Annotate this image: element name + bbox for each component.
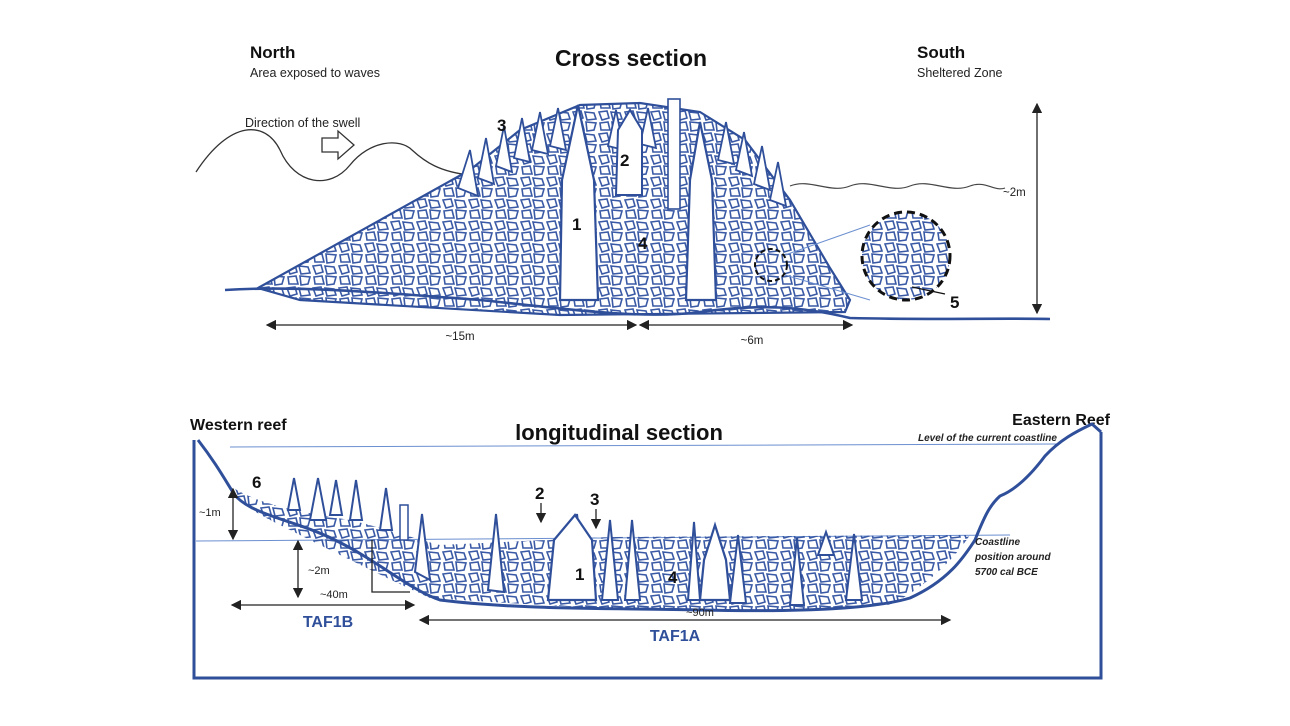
old-coastline-line-1: Coastline	[975, 537, 1020, 548]
cross-stone-1b	[684, 121, 718, 302]
longitudinal-profile	[196, 422, 1102, 613]
longitudinal-title: longitudinal section	[515, 420, 723, 445]
cross-stone-2	[614, 108, 643, 196]
longitudinal-stone-large	[698, 521, 732, 602]
long-dim-90m-label: ~90m	[686, 607, 714, 619]
cross-dim-15m-label: ~15m	[445, 331, 474, 343]
current-coastline-line	[229, 443, 1061, 448]
cross-dim-6m-label: ~6m	[741, 335, 764, 347]
cross-zoom-line-bottom	[784, 274, 871, 301]
long-dim-40m-label: ~40m	[320, 589, 348, 601]
zone-taf1b: TAF1B	[303, 614, 353, 631]
cross-seabed	[224, 287, 1051, 321]
cross-detail-large	[860, 210, 952, 302]
south-title: South	[917, 43, 965, 62]
long-label-2: 2	[535, 484, 544, 503]
cross-section: North Area exposed to waves Cross sectio…	[195, 43, 1051, 347]
cross-section-title: Cross section	[555, 45, 707, 71]
western-reef-title: Western reef	[190, 417, 287, 434]
swell-label: Direction of the swell	[245, 116, 360, 130]
swell-wave	[195, 129, 471, 182]
cross-height-label: ~2m	[1003, 187, 1026, 199]
cross-pointer-5	[911, 286, 946, 295]
taf1b-box	[371, 540, 410, 593]
swell-arrow-icon	[321, 129, 355, 161]
current-coastline-label: Level of the current coastline	[918, 433, 1057, 444]
north-title: North	[250, 43, 295, 62]
north-subtitle: Area exposed to waves	[250, 66, 380, 80]
cross-label-3: 3	[497, 116, 506, 135]
cross-label-2: 2	[620, 151, 629, 170]
longitudinal-post	[399, 504, 409, 541]
south-subtitle: Sheltered Zone	[917, 66, 1003, 80]
eastern-reef-title: Eastern Reef	[1012, 412, 1110, 429]
long-label-3: 3	[590, 490, 599, 509]
long-label-4: 4	[668, 568, 678, 587]
cross-label-4: 4	[638, 234, 648, 253]
cross-outer-stones	[456, 107, 788, 208]
old-coastline-line-2: position around	[974, 552, 1051, 563]
cross-post	[667, 98, 681, 210]
long-label-1: 1	[575, 565, 584, 584]
long-dim-1m-label: ~1m	[199, 507, 221, 519]
cross-label-1: 1	[572, 215, 581, 234]
longitudinal-fill	[232, 487, 970, 611]
longitudinal-section: Western reef longitudinal section Easter…	[190, 412, 1111, 680]
cross-zoom-line-top	[784, 224, 871, 256]
longitudinal-stone-1	[546, 513, 598, 602]
cross-label-5: 5	[950, 293, 959, 312]
old-coastline-line-3: 5700 cal BCE	[975, 567, 1038, 578]
long-label-6: 6	[252, 473, 261, 492]
sheltered-water	[789, 183, 1006, 190]
cross-detail-small	[754, 248, 788, 282]
zone-taf1a: TAF1A	[650, 628, 701, 645]
cross-stone-1a	[558, 104, 600, 302]
long-dim-2m-label: ~2m	[308, 565, 330, 577]
longitudinal-frame	[192, 432, 1103, 680]
